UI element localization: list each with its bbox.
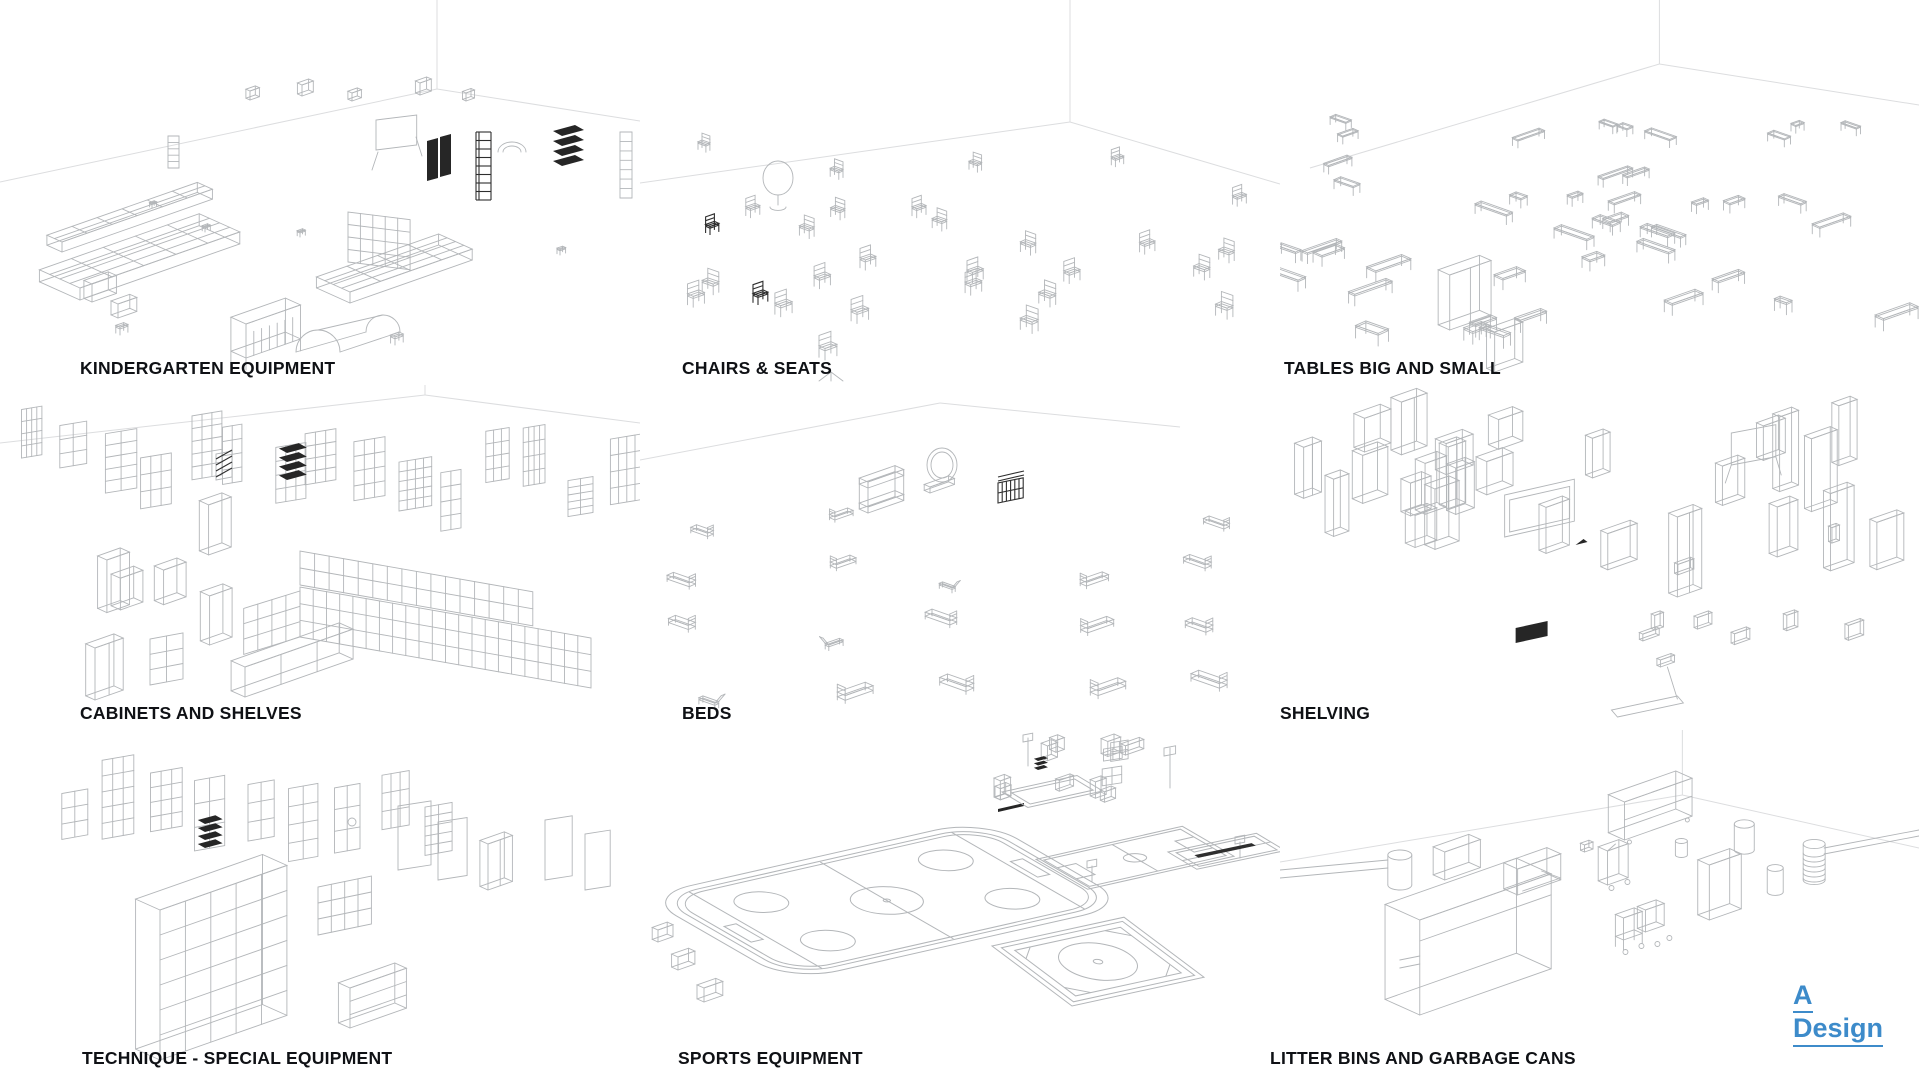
category-card-kindergarten-equipment: KINDERGARTEN EQUIPMENT [0, 0, 640, 385]
category-label: SHELVING [1280, 703, 1371, 723]
sports-equipment-illustration [650, 732, 1280, 1080]
category-label: CABINETS AND SHELVES [80, 703, 302, 723]
category-label: TABLES BIG AND SMALL [1284, 358, 1501, 378]
category-label: TECHNIQUE - SPECIAL EQUIPMENT [82, 1048, 393, 1068]
category-label: CHAIRS & SEATS [682, 358, 832, 378]
tables-big-small-illustration [1280, 0, 1919, 373]
category-card-beds: BEDS [640, 385, 1280, 730]
chairs-seats-illustration [640, 0, 1280, 382]
kindergarten-equipment-illustration [0, 0, 640, 371]
category-label: LITTER BINS AND GARBAGE CANS [1270, 1048, 1576, 1068]
category-card-shelving: SHELVING [1280, 385, 1919, 730]
logo[interactable]: A Design [1793, 980, 1884, 1048]
category-card-technique-special-equipment: TECHNIQUE - SPECIAL EQUIPMENT [0, 730, 640, 1080]
technique-special-equipment-illustration [61, 754, 611, 1061]
logo-line-2: Design [1793, 1013, 1884, 1048]
logo-line-1: A [1793, 980, 1813, 1014]
category-label: SPORTS EQUIPMENT [678, 1048, 863, 1068]
beds-illustration [640, 402, 1231, 711]
category-card-cabinets-shelves: CABINETS AND SHELVES [0, 385, 640, 730]
category-label: BEDS [682, 703, 732, 723]
category-card-litter-bins-garbage-cans: LITTER BINS AND GARBAGE CANS [1270, 730, 1919, 1080]
category-card-sports-equipment: SPORTS EQUIPMENT [640, 730, 1280, 1080]
category-label: KINDERGARTEN EQUIPMENT [80, 358, 336, 378]
litter-bins-garbage-cans-illustration [1280, 730, 1919, 1016]
category-card-chairs-seats: CHAIRS & SEATS [640, 0, 1280, 385]
category-card-tables-big-small: TABLES BIG AND SMALL [1280, 0, 1919, 385]
shelving-illustration [1293, 387, 1906, 718]
cabinets-shelves-illustration [0, 385, 640, 701]
